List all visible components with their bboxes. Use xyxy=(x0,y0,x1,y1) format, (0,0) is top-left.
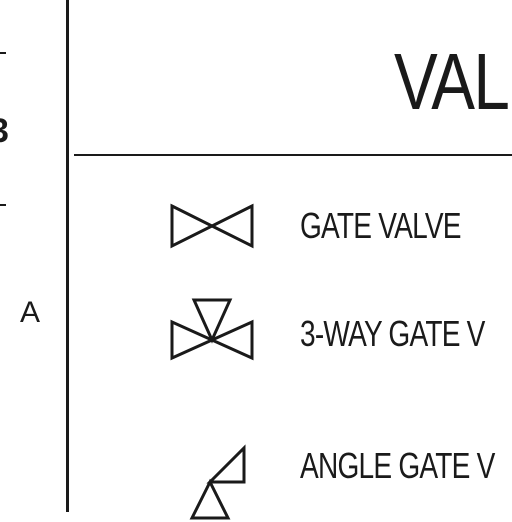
legend-row: 3-WAY GATE V xyxy=(160,298,512,370)
angle-gate-valve-icon xyxy=(189,444,246,520)
legend-title: VAL xyxy=(394,37,510,126)
edge-mark: 3 xyxy=(0,112,9,150)
legend-label: 3-WAY GATE V xyxy=(300,313,485,354)
legend-label: ANGLE GATE V xyxy=(300,445,495,486)
margin-tick xyxy=(0,52,6,54)
three-way-gate-valve-icon xyxy=(170,298,254,361)
legend-row: GATE VALVE xyxy=(160,192,512,262)
legend-row: ANGLE GATE V xyxy=(160,432,512,520)
title-divider-line xyxy=(74,154,512,156)
margin-tick xyxy=(0,204,6,206)
gate-valve-icon xyxy=(170,203,254,249)
border-line-vertical xyxy=(66,0,69,512)
legend-label: GATE VALVE xyxy=(300,205,462,246)
zone-letter: A xyxy=(20,296,41,329)
